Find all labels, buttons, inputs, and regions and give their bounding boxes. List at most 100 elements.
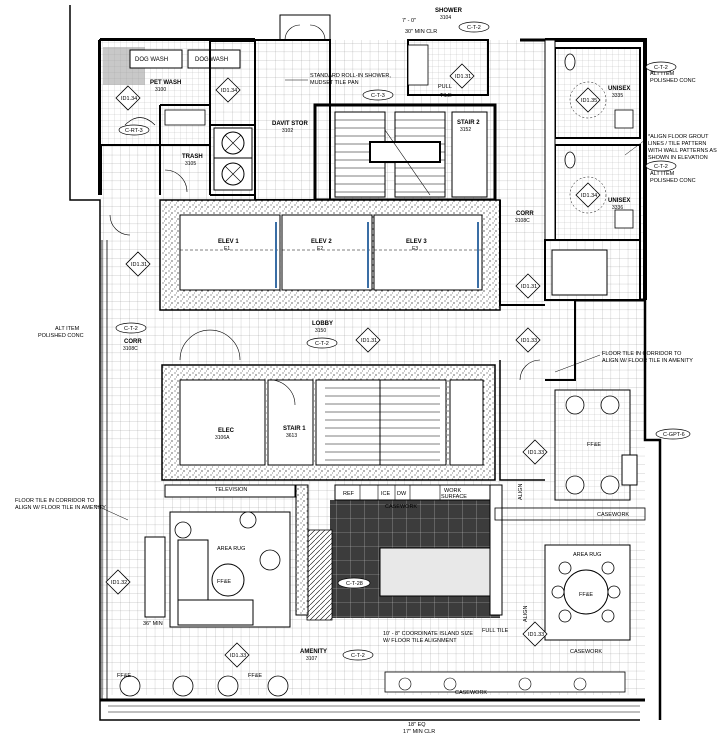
- room-num-stair1: 3613: [286, 433, 297, 439]
- note-floor-tile-left-1: FLOOR TILE IN CORRIDOR TO: [15, 498, 95, 504]
- room-num-trash: 3105: [185, 161, 196, 167]
- marker-label-6: ID1.31: [131, 262, 147, 268]
- room-label-corr-left: CORR: [124, 339, 142, 345]
- room-num-shower: 3104: [440, 15, 451, 21]
- note-align-1: *ALIGN FLOOR GROUT: [648, 134, 709, 140]
- tag-crt3: C-RT-3: [125, 128, 143, 134]
- leader-lines: [94, 71, 670, 521]
- note-full-tile: FULL TILE: [482, 628, 509, 634]
- note-alt-item-1a: ALT ITEM: [650, 71, 675, 77]
- room-label-elev3: ELEV 3: [406, 239, 427, 245]
- note-alt-item-2b: POLISHED CONC: [650, 178, 696, 184]
- note-clr-bottom-1: 18" EQ: [408, 722, 426, 728]
- annotation-notes: 7' - 0" 30" MIN CLR STANDARD ROLL-IN SHO…: [15, 18, 717, 735]
- room-num-unisex2: 3336: [612, 205, 623, 211]
- tag-cgpt6: C-GPT-6: [663, 432, 685, 438]
- room-label-stair1: STAIR 1: [283, 426, 306, 432]
- tag-ct2-amenity: C-T-2: [351, 653, 365, 659]
- note-floor-tile-right-2: ALIGN W/ FLOOR TILE IN AMENITY: [602, 358, 693, 364]
- room-label-shower: SHOWER: [435, 8, 463, 14]
- elevation-marker-labels: ID1.34 ID1.34 ID1.31 ID1.35 ID1.34 ID1.3…: [111, 74, 597, 659]
- room-num-stair2: 3152: [460, 127, 471, 133]
- note-align-kitchen: ALIGN: [518, 483, 524, 500]
- marker-label-3: ID1.31: [455, 74, 471, 80]
- tag-ct3-roll-in: C-T-3: [371, 93, 385, 99]
- marker-label-9: ID1.33: [521, 338, 537, 344]
- note-min-clr: 36" MIN: [143, 621, 163, 627]
- marker-label-7: ID1.31: [521, 284, 537, 290]
- note-ffe-left: FF&E: [217, 579, 231, 585]
- tag-ct2-corr: C-T-2: [124, 326, 138, 332]
- room-label-unisex1: UNISEX: [608, 86, 630, 92]
- room-num-elec: 3106A: [215, 435, 230, 441]
- note-alt-item-2a: ALT ITEM: [650, 171, 675, 177]
- note-align-2: LINES / TILE PATTERN: [648, 141, 706, 147]
- note-shower-min: 30" MIN CLR: [405, 29, 437, 35]
- stair-1-core: [161, 329, 496, 481]
- room-labels: DOG WASH DOG WASH PET WASH 3100 TRASH 31…: [123, 8, 630, 662]
- note-align-4: SHOWN IN ELEVATION: [648, 155, 708, 161]
- marker-label-11: ID1.32: [111, 580, 127, 586]
- note-area-rug-right: AREA RUG: [573, 552, 601, 558]
- marker-label-12: ID1.33: [230, 653, 246, 659]
- note-clr-bottom-2: 17" MIN CLR: [403, 729, 435, 735]
- note-ice: ICE: [381, 491, 391, 497]
- note-work-2: SURFACE: [441, 494, 467, 500]
- room-label-trash: TRASH: [182, 154, 203, 160]
- room-num-unisex1: 3335: [612, 93, 623, 99]
- stair-2: [313, 103, 497, 202]
- elevator-core: [159, 199, 501, 311]
- room-label-elec: ELEC: [218, 428, 235, 434]
- marker-label-5: ID1.34: [581, 193, 597, 199]
- note-ffe-window-2: FF&E: [248, 673, 262, 679]
- note-ffe-window-1: FF&E: [117, 673, 131, 679]
- note-alt-item-1b: POLISHED CONC: [650, 78, 696, 84]
- room-num-lobby: 3150: [315, 328, 326, 334]
- room-label-lobby: LOBBY: [312, 321, 333, 327]
- room-num-elev1: E1: [224, 246, 230, 252]
- note-work-1: WORK: [444, 488, 461, 494]
- tag-ct28: C-T-28: [346, 581, 363, 587]
- marker-label-4: ID1.35: [581, 98, 597, 104]
- note-tile: TILE: [440, 93, 452, 99]
- unisex-restrooms: [544, 39, 641, 301]
- marker-label-2: ID1.34: [221, 88, 237, 94]
- lounge-left: [144, 484, 296, 628]
- marker-label-8: ID1.31: [361, 338, 377, 344]
- room-num-corr-left: 3108C: [123, 346, 138, 352]
- kitchen-tile: [295, 484, 503, 621]
- window-seating: [119, 671, 626, 697]
- room-label-elev1: ELEV 1: [218, 239, 239, 245]
- room-label-unisex2: UNISEX: [608, 198, 630, 204]
- note-align-3: WITH WALL PATTERNS AS: [648, 148, 717, 154]
- note-alt-item-left-b: POLISHED CONC: [38, 333, 84, 339]
- room-num-amenity: 3107: [306, 656, 317, 662]
- tag-ct2-unisex1: C-T-2: [654, 65, 668, 71]
- note-island-2: W/ FLOOR TILE ALIGNMENT: [383, 638, 457, 644]
- tag-ct2-shower: C-T-2: [467, 25, 481, 31]
- pet-wash-room: [99, 39, 255, 196]
- note-ref: REF: [343, 491, 355, 497]
- shower-room: [407, 39, 489, 96]
- room-num-elev2: E2: [317, 246, 323, 252]
- room-label-pet-wash: PET WASH: [150, 80, 181, 86]
- note-casework-kitchen: CASEWORK: [385, 504, 417, 510]
- room-label-corr-right: CORR: [516, 211, 534, 217]
- note-dw: DW: [397, 491, 407, 497]
- tag-ct2-unisex2: C-T-2: [654, 164, 668, 170]
- note-casework-bottom: CASEWORK: [455, 690, 487, 696]
- room-label-amenity: AMENITY: [300, 649, 327, 655]
- note-shower-dim: 7' - 0": [402, 18, 416, 24]
- room-num-davit: 3102: [282, 128, 293, 134]
- note-casework-dining: CASEWORK: [570, 649, 602, 655]
- note-area-rug-left: AREA RUG: [217, 546, 245, 552]
- room-label-dog-wash-1: DOG WASH: [135, 57, 168, 63]
- tag-ct2-lobby: C-T-2: [315, 341, 329, 347]
- note-align-dining: ALIGN: [523, 605, 529, 622]
- marker-label-1: ID1.34: [121, 96, 137, 102]
- elevation-markers: [105, 63, 601, 668]
- partitions: [109, 200, 545, 481]
- room-label-dog-wash-2: DOG WASH: [195, 57, 228, 63]
- room-label-stair2: STAIR 2: [457, 120, 480, 126]
